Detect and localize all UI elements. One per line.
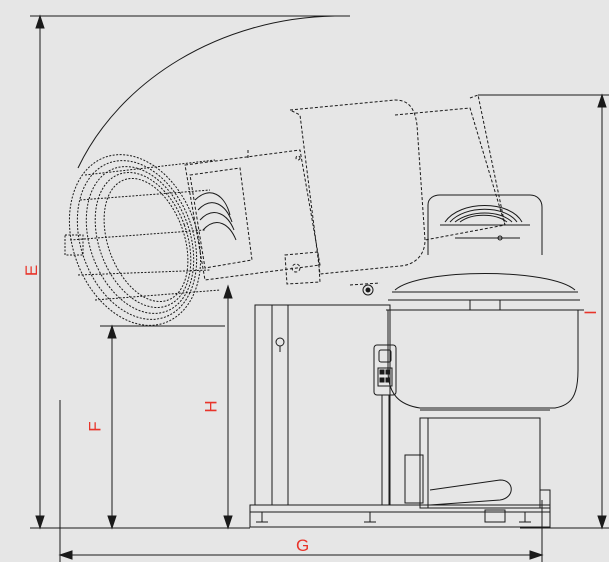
dimension-g <box>58 400 544 562</box>
pivot-icon <box>362 284 374 296</box>
dimension-label-i: I <box>580 310 600 315</box>
dimension-i <box>478 93 609 530</box>
dimension-label-h: H <box>201 400 221 413</box>
swing-arc <box>77 15 336 169</box>
upright-bowl <box>387 310 579 419</box>
dimension-e <box>30 14 350 530</box>
dimension-label-e: E <box>22 264 42 277</box>
machine-frame <box>249 304 551 528</box>
tilted-head-tool <box>194 192 237 241</box>
tilted-bowl <box>64 154 221 326</box>
tilted-head <box>184 94 506 286</box>
lower-mechanism <box>404 417 551 523</box>
dimension-f <box>100 324 225 530</box>
leveling-feet <box>254 512 533 528</box>
upright-head <box>427 194 543 255</box>
control-panel <box>373 344 397 505</box>
dimension-h <box>223 284 233 530</box>
dimension-label-f: F <box>85 421 105 432</box>
bowl-cover <box>386 273 584 311</box>
dimension-label-g: G <box>296 536 310 555</box>
